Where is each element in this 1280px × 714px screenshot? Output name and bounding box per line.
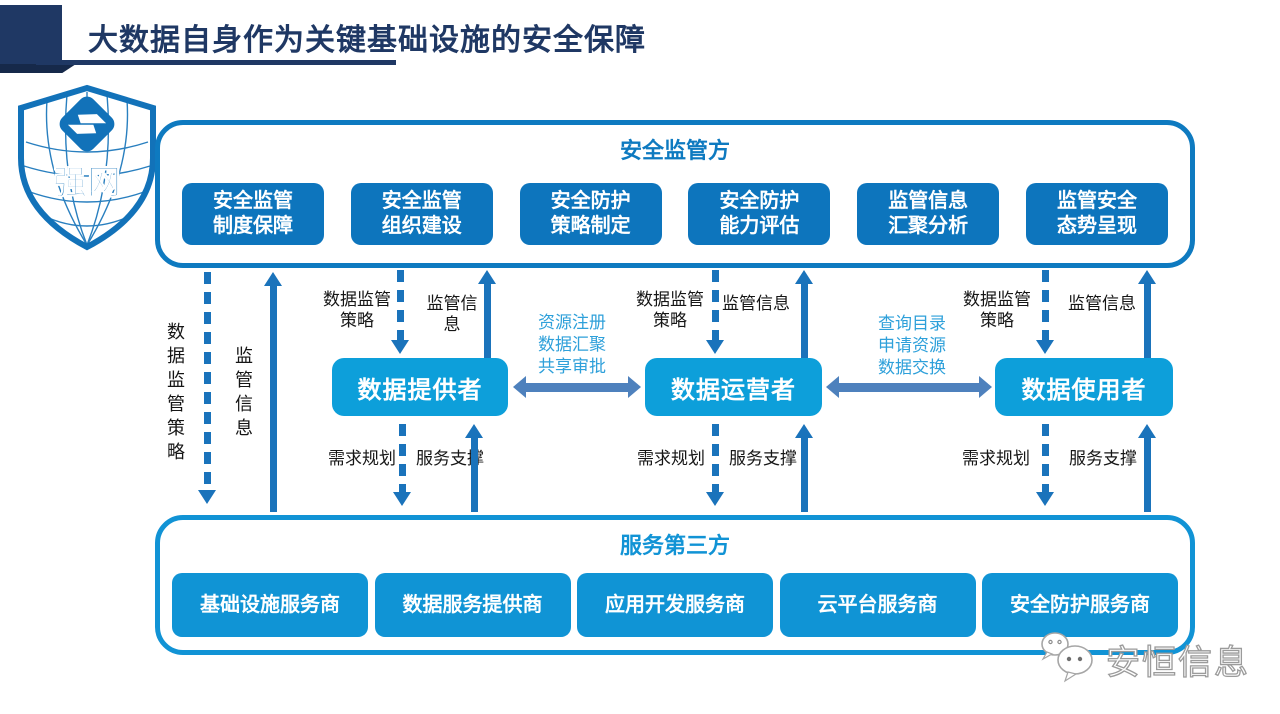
service-frame: 服务第三方 基础设施服务商 数据服务提供商 应用开发服务商 云平台服务商 安全防… xyxy=(155,515,1195,655)
watermark: 安恒信息 xyxy=(1038,630,1250,688)
policy-label-provider: 数据监管 策略 xyxy=(323,290,391,330)
dashed-down-arrow-provider-service xyxy=(393,424,411,506)
solid-up-arrow-provider-service xyxy=(465,424,483,512)
support-label-user: 服务支撑 xyxy=(1069,449,1137,468)
service-box-security: 安全防护服务商 xyxy=(982,573,1178,637)
demand-label-user: 需求规划 xyxy=(962,449,1030,468)
dashed-down-arrow-user xyxy=(1036,270,1054,354)
solid-up-arrow-provider xyxy=(478,270,496,358)
page-title: 大数据自身作为关键基础设施的安全保障 xyxy=(88,24,646,57)
service-box-cloud: 云平台服务商 xyxy=(779,573,976,637)
regulator-box-situation: 监管安全 态势呈现 xyxy=(1025,183,1168,245)
policy-label-operator: 数据监管 策略 xyxy=(636,290,704,330)
wechat-icon xyxy=(1041,632,1093,683)
double-arrow-provider-operator xyxy=(513,376,641,398)
support-label-provider: 服务支撑 xyxy=(416,449,484,468)
corner-accent-block xyxy=(0,5,62,65)
solid-up-arrow-left xyxy=(264,272,282,512)
regulator-box-analysis: 监管信息 汇聚分析 xyxy=(857,183,1000,245)
connector-label-query: 查询目录 申请资源 数据交换 xyxy=(878,314,946,377)
shield-icon: 强网 xyxy=(18,84,156,251)
corner-accent-shadow xyxy=(0,64,76,73)
demand-label-provider: 需求规划 xyxy=(328,449,396,468)
info-label-provider: 监管信息 xyxy=(426,294,478,334)
title-underline xyxy=(36,60,396,65)
regulator-box-organization: 安全监管 组织建设 xyxy=(350,183,493,245)
data-provider-box: 数据提供者 xyxy=(332,358,508,416)
qiangwang-logo: 强网 xyxy=(12,82,162,254)
dashed-down-arrow-operator xyxy=(706,270,724,354)
dashed-down-arrow-left xyxy=(198,272,216,504)
info-label-user: 监管信息 xyxy=(1068,294,1136,313)
left-policy-label: 数据监管策略 xyxy=(165,322,185,466)
support-label-operator: 服务支撑 xyxy=(729,449,797,468)
service-box-appdev: 应用开发服务商 xyxy=(577,573,773,637)
solid-up-arrow-operator-service xyxy=(795,424,813,512)
regulator-box-institution: 安全监管 制度保障 xyxy=(182,183,324,245)
data-user-box: 数据使用者 xyxy=(995,358,1173,416)
regulator-box-row: 安全监管 制度保障 安全监管 组织建设 安全防护 策略制定 安全防护 能力评估 … xyxy=(182,183,1168,245)
double-arrow-operator-user xyxy=(826,376,992,398)
service-box-data: 数据服务提供商 xyxy=(374,573,571,637)
service-box-infrastructure: 基础设施服务商 xyxy=(172,573,368,637)
policy-label-user: 数据监管 策略 xyxy=(963,290,1031,330)
logo-text: 强网 xyxy=(53,164,121,202)
dashed-down-arrow-user-service xyxy=(1036,424,1054,506)
regulator-title: 安全监管方 xyxy=(619,138,730,163)
service-title: 服务第三方 xyxy=(619,533,730,558)
solid-up-arrow-user-service xyxy=(1138,424,1156,512)
connector-label-register: 资源注册 数据汇聚 共享审批 xyxy=(538,313,606,376)
regulator-frame: 安全监管方 安全监管 制度保障 安全监管 组织建设 安全防护 策略制定 安全防护… xyxy=(155,120,1195,268)
left-info-label: 监管信息 xyxy=(233,346,253,442)
watermark-text: 安恒信息 xyxy=(1105,643,1250,682)
info-label-operator: 监管信息 xyxy=(722,294,790,313)
regulator-box-capability: 安全防护 能力评估 xyxy=(688,183,831,245)
regulator-box-policy: 安全防护 策略制定 xyxy=(519,183,662,245)
service-box-row: 基础设施服务商 数据服务提供商 应用开发服务商 云平台服务商 安全防护服务商 xyxy=(172,573,1178,637)
data-operator-box: 数据运营者 xyxy=(645,358,822,416)
demand-label-operator: 需求规划 xyxy=(637,449,705,468)
solid-up-arrow-operator xyxy=(795,270,813,358)
dashed-down-arrow-provider xyxy=(391,270,409,354)
dashed-down-arrow-operator-service xyxy=(706,424,724,506)
solid-up-arrow-user xyxy=(1138,270,1156,358)
logo-s-mark xyxy=(59,96,115,152)
